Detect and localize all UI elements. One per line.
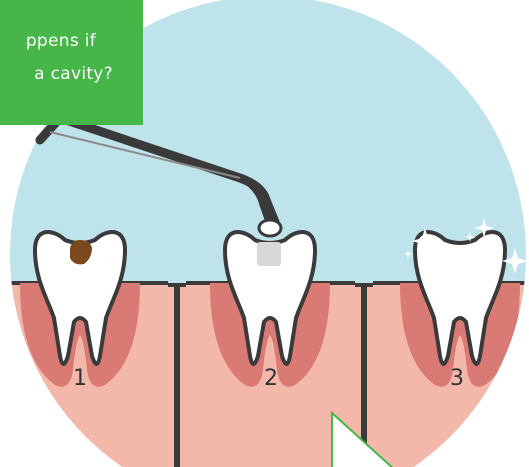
banner-text-line-1: ppens if xyxy=(26,31,96,51)
banner-text-line-2: a cavity? xyxy=(34,64,113,84)
question-banner: ppens if a cavity? xyxy=(0,0,143,125)
panel-divider xyxy=(174,283,180,467)
step-number-3: 3 xyxy=(442,366,472,391)
step-number-2: 2 xyxy=(256,366,286,391)
step-number-1: 1 xyxy=(65,366,95,391)
filling xyxy=(257,242,281,266)
